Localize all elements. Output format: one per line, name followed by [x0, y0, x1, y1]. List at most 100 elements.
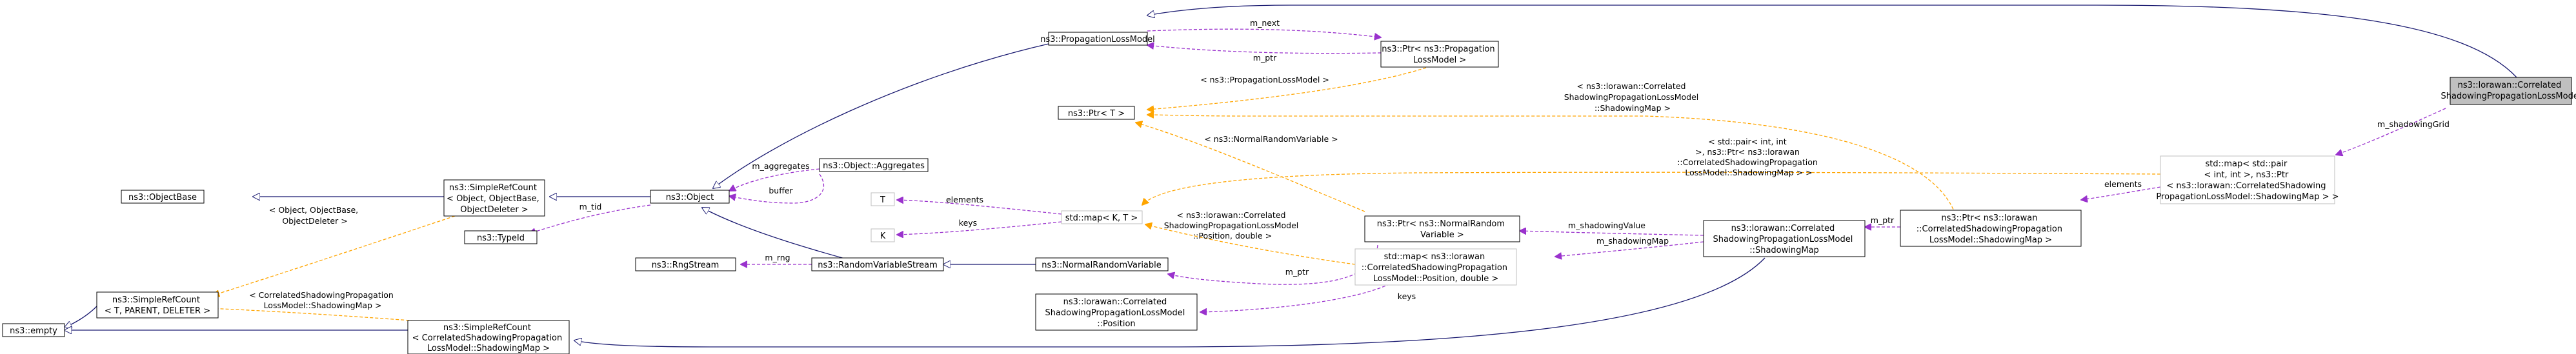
node-t-param-line-1: T	[880, 195, 885, 205]
node-normal-random-variable[interactable]: ns3::NormalRandomVariable	[1035, 257, 1169, 271]
node-rng-stream-line-1: ns3::RngStream	[652, 261, 719, 270]
node-correlated-model-label: ns3::lorawan::Correlated ShadowingPropag…	[2441, 81, 2576, 101]
node-position[interactable]: ns3::lorawan::Correlated ShadowingPropag…	[1035, 293, 1198, 331]
label-m-ptr-propagation: m_ptr	[1253, 53, 1277, 63]
node-random-variable-stream[interactable]: ns3::RandomVariableStream	[811, 257, 944, 271]
node-propagation-loss-model[interactable]: ns3::PropagationLossModel	[1040, 32, 1155, 46]
node-simple-ref-count-object-label: ns3::SimpleRefCount < Object, ObjectBase…	[447, 183, 542, 215]
node-std-map-pair-line-1: std::map< std::pair	[2206, 159, 2288, 169]
node-std-map-pair-line-3: < ns3::lorawan::CorrelatedShadowing	[2166, 181, 2326, 191]
node-object-base-label: ns3::ObjectBase	[128, 193, 197, 202]
node-shadowing-map-line-2: ShadowingPropagationLossModel	[1713, 235, 1853, 244]
node-simple-ref-count-object[interactable]: ns3::SimpleRefCount < Object, ObjectBase…	[443, 179, 545, 217]
edge-elements-t	[897, 200, 1062, 215]
node-k-param[interactable]: K	[870, 228, 895, 242]
edge-simple-ref-count-template-to-object	[213, 212, 465, 295]
node-empty-line-1: ns3::empty	[10, 326, 57, 336]
node-ptr-propagation[interactable]: ns3::Ptr< ns3::Propagation LossModel >	[1380, 41, 1499, 68]
label-pair-template-line-4: LossModel::ShadowingMap > >	[1685, 168, 1812, 177]
node-empty[interactable]: ns3::empty	[2, 323, 65, 337]
node-position-line-2: ShadowingPropagationLossModel	[1045, 308, 1185, 318]
edge-keys-position	[1200, 271, 1407, 312]
node-shadowing-map[interactable]: ns3::lorawan::Correlated ShadowingPropag…	[1703, 220, 1866, 257]
edge-simple-ref-count-template-to-empty	[65, 306, 97, 328]
edge-simple-ref-count-template-to-shadowing	[206, 308, 420, 322]
label-m-shadowing-grid: m_shadowingGrid	[2377, 119, 2450, 129]
label-shadowing-ref-template-line-1: < CorrelatedShadowingPropagation	[249, 290, 394, 300]
node-shadowing-map-line-3: ::ShadowingMap	[1749, 246, 1819, 255]
label-keys-k: keys	[959, 218, 977, 228]
label-object-template-line-1: < Object, ObjectBase,	[269, 205, 358, 215]
label-ptr-normal-template: < ns3::NormalRandomVariable >	[1204, 134, 1338, 144]
node-ptr-propagation-line-2: LossModel >	[1413, 55, 1467, 65]
node-simple-ref-count-template-label: ns3::SimpleRefCount < T, PARENT, DELETER…	[105, 295, 210, 316]
node-std-map-position-line-3: LossModel::Position, double >	[1373, 274, 1499, 284]
label-m-next: m_next	[1250, 18, 1280, 28]
label-ptr-shadowing-template-line-1: < ns3::lorawan::Correlated	[1577, 81, 1686, 91]
label-m-aggregates: m_aggregates	[752, 161, 809, 171]
label-pair-template-line-3: ::CorrelatedShadowingPropagation	[1677, 157, 1818, 167]
node-object[interactable]: ns3::Object	[650, 190, 730, 204]
node-std-map-position[interactable]: std::map< ns3::lorawan ::CorrelatedShado…	[1354, 248, 1517, 286]
node-t-param[interactable]: T	[870, 192, 895, 206]
label-m-shadowing-value-line-1: m_shadowingValue	[1568, 221, 1645, 230]
node-ptr-t-label: ns3::Ptr< T >	[1068, 109, 1125, 119]
label-object-template-line-2: ObjectDeleter >	[282, 216, 347, 226]
node-rng-stream-label: ns3::RngStream	[652, 261, 719, 270]
node-propagation-loss-model-label: ns3::PropagationLossModel	[1040, 35, 1155, 44]
node-correlated-model-line-2: ShadowingPropagationLossModel	[2441, 92, 2576, 101]
node-ptr-t[interactable]: ns3::Ptr< T >	[1058, 106, 1135, 120]
node-simple-ref-count-shadowing-line-3: LossModel::ShadowingMap >	[427, 344, 550, 353]
edge-buffer	[729, 173, 825, 204]
edge-random-variable-stream-to-object	[702, 208, 862, 264]
label-buffer: buffer	[769, 186, 793, 195]
node-propagation-loss-model-line-1: ns3::PropagationLossModel	[1040, 35, 1155, 44]
node-simple-ref-count-shadowing[interactable]: ns3::SimpleRefCount < CorrelatedShadowin…	[407, 320, 570, 354]
edge-propagation-loss-model-to-object	[713, 43, 1049, 188]
node-normal-random-variable-label: ns3::NormalRandomVariable	[1041, 261, 1162, 270]
node-position-label: ns3::lorawan::Correlated ShadowingPropag…	[1045, 297, 1187, 329]
node-simple-ref-count-template[interactable]: ns3::SimpleRefCount < T, PARENT, DELETER…	[96, 291, 219, 319]
label-ptr-normal-template-line-1: < ns3::NormalRandomVariable >	[1204, 134, 1338, 144]
label-m-next-line-1: m_next	[1250, 18, 1280, 28]
label-m-ptr-shadowing: m_ptr	[1871, 215, 1895, 225]
label-m-rng: m_rng	[765, 253, 790, 262]
label-elements-t-line-1: elements	[946, 195, 983, 204]
node-ptr-normal-rv[interactable]: ns3::Ptr< ns3::NormalRandom Variable >	[1364, 215, 1520, 242]
node-ptr-shadowing-map[interactable]: ns3::Ptr< ns3::lorawan ::CorrelatedShado…	[1900, 210, 2082, 247]
node-std-map-pair[interactable]: std::map< std::pair < int, int >, ns3::P…	[2156, 155, 2339, 204]
node-simple-ref-count-shadowing-line-2: < CorrelatedShadowingPropagation	[412, 333, 563, 343]
node-shadowing-map-line-1: ns3::lorawan::Correlated	[1731, 224, 1835, 233]
node-k-param-line-1: K	[880, 231, 886, 241]
label-keys-position: keys	[1398, 291, 1416, 301]
label-keys-k-line-1: keys	[959, 218, 977, 228]
node-ptr-t-line-1: ns3::Ptr< T >	[1068, 109, 1125, 119]
node-ptr-propagation-label: ns3::Ptr< ns3::Propagation LossModel >	[1382, 44, 1498, 65]
edge-std-map-kt-to-std-map-pair	[1142, 172, 2161, 205]
label-ptr-propagation-template: < ns3::PropagationLossModel >	[1200, 75, 1329, 84]
label-m-tid: m_tid	[579, 202, 602, 211]
node-std-map-kt[interactable]: std::map< K, T >	[1061, 210, 1143, 224]
label-m-ptr-normal: m_ptr	[1285, 267, 1309, 277]
node-ptr-normal-rv-line-1: ns3::Ptr< ns3::NormalRandom	[1377, 219, 1505, 229]
label-ptr-propagation-template-line-1: < ns3::PropagationLossModel >	[1200, 75, 1329, 84]
node-std-map-position-line-2: ::CorrelatedShadowingPropagation	[1362, 263, 1507, 273]
edge-elements-map	[2081, 186, 2161, 200]
node-correlated-model-line-1: ns3::lorawan::Correlated	[2458, 81, 2562, 90]
label-position-template-line-1: < ns3::lorawan::Correlated	[1177, 210, 1286, 220]
node-simple-ref-count-shadowing-label: ns3::SimpleRefCount < CorrelatedShadowin…	[412, 323, 565, 353]
node-object-base[interactable]: ns3::ObjectBase	[121, 190, 205, 204]
node-ptr-shadowing-map-line-3: LossModel::ShadowingMap >	[1929, 235, 2052, 245]
label-keys-position-line-1: keys	[1398, 291, 1416, 301]
node-object-aggregates[interactable]: ns3::Object::Aggregates	[819, 158, 929, 172]
node-rng-stream[interactable]: ns3::RngStream	[635, 257, 736, 271]
edges	[65, 5, 2517, 348]
node-std-map-pair-line-2: < int, int >, ns3::Ptr	[2204, 170, 2289, 180]
node-correlated-model[interactable]: ns3::lorawan::Correlated ShadowingPropag…	[2441, 77, 2576, 105]
node-t-param-label: T	[880, 195, 885, 205]
edge-m-next	[1147, 28, 1381, 37]
label-ptr-shadowing-template: < ns3::lorawan::Correlated ShadowingProp…	[1564, 81, 1702, 113]
node-type-id[interactable]: ns3::TypeId	[464, 230, 538, 244]
node-empty-label: ns3::empty	[10, 326, 57, 336]
node-position-line-1: ns3::lorawan::Correlated	[1063, 297, 1167, 307]
